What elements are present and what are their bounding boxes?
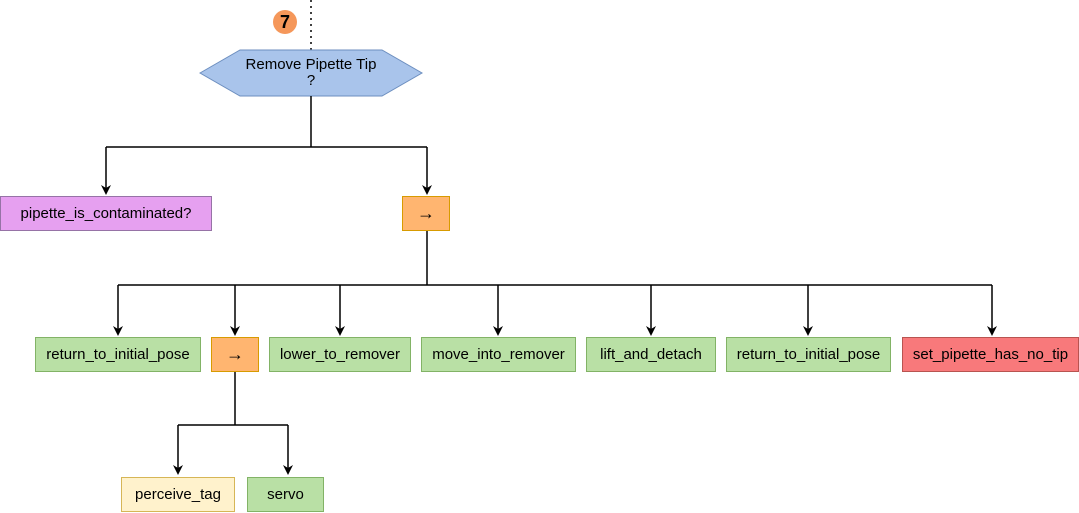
sequence-node-sub[interactable]: → bbox=[211, 337, 259, 372]
edge-root-branch bbox=[106, 96, 427, 148]
step-number-badge: 7 bbox=[273, 10, 297, 34]
action-node-set-pipette-has-no-tip[interactable]: set_pipette_has_no_tip bbox=[902, 337, 1079, 372]
action-node-servo[interactable]: servo bbox=[247, 477, 324, 512]
action-node-move-into-remover[interactable]: move_into_remover bbox=[421, 337, 576, 372]
action-node-lower-to-remover[interactable]: lower_to_remover bbox=[269, 337, 411, 372]
action-node-perceive-tag[interactable]: perceive_tag bbox=[121, 477, 235, 512]
condition-node-contaminated[interactable]: pipette_is_contaminated? bbox=[0, 196, 212, 231]
fallback-node-shape[interactable] bbox=[198, 49, 424, 97]
action-node-return-to-initial-pose-1[interactable]: return_to_initial_pose bbox=[35, 337, 201, 372]
fallback-node-symbol: ? bbox=[306, 72, 316, 89]
edge-seq-main-branch bbox=[118, 231, 992, 286]
fallback-node-title: Remove Pipette Tip bbox=[245, 56, 377, 73]
fallback-node-label: Remove Pipette Tip ? bbox=[200, 57, 422, 89]
sequence-node-main[interactable]: → bbox=[402, 196, 450, 231]
action-node-lift-and-detach[interactable]: lift_and_detach bbox=[586, 337, 716, 372]
edge-seq-sub-branch bbox=[178, 372, 288, 426]
action-node-return-to-initial-pose-2[interactable]: return_to_initial_pose bbox=[726, 337, 891, 372]
